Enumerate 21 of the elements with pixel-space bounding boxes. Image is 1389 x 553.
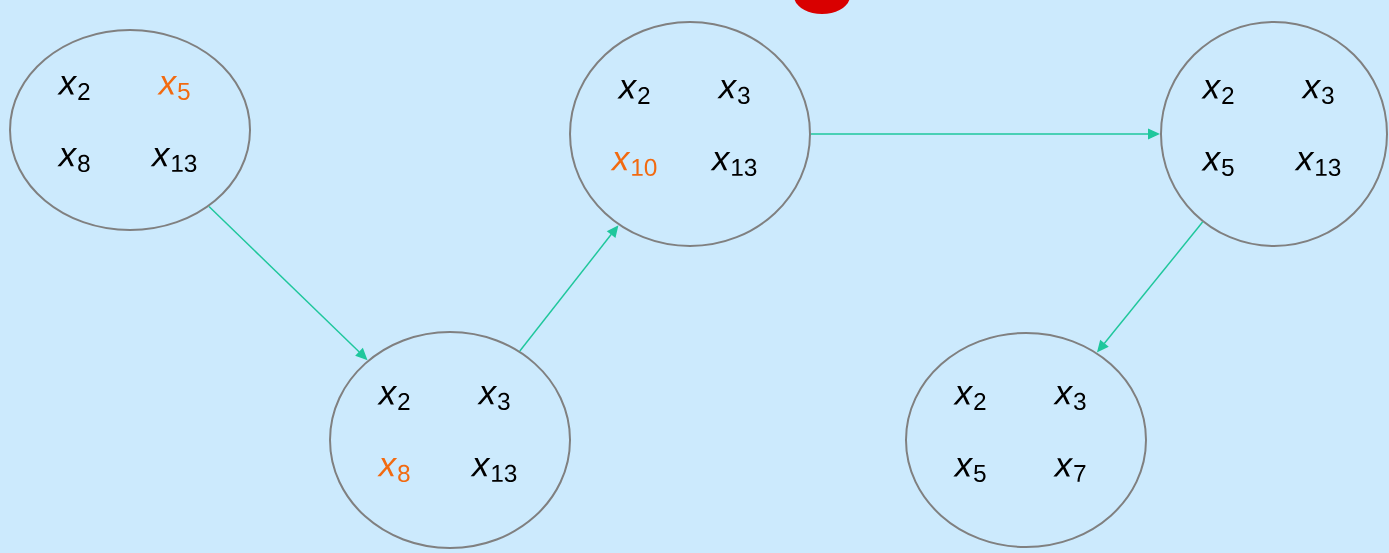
variable-label: x$_{5}$	[953, 458, 986, 482]
variable-label: x$_{5}$	[157, 76, 190, 100]
variable-label: x$_{13}$	[150, 147, 197, 173]
variable-label: x$_{2}$	[617, 80, 650, 104]
variable-label: x$_{3}$	[477, 385, 510, 410]
variable-label: x$_{7}$	[1053, 458, 1086, 482]
arrow	[519, 225, 619, 352]
variable-label: x$_{8}$	[57, 147, 90, 173]
variable-label: x$_{13}$	[1294, 151, 1341, 177]
variable-label: x$_{3}$	[1053, 385, 1086, 410]
variable-label: x$_{2}$	[57, 76, 90, 100]
variable-label: x$_{2}$	[953, 386, 986, 410]
variable-label: x$_{13}$	[470, 457, 517, 482]
variable-label: x$_{2}$	[377, 386, 410, 410]
variable-label: x$_{3}$	[717, 79, 750, 105]
variable-label: x$_{3}$	[1301, 79, 1334, 105]
variable-label: x$_{2}$	[1201, 80, 1234, 104]
variable-label: x$_{13}$	[710, 151, 757, 177]
variable-label: x$_{8}$	[377, 457, 410, 482]
variable-label: x$_{5}$	[1201, 152, 1234, 176]
variable-label: x$_{10}$	[610, 151, 657, 177]
